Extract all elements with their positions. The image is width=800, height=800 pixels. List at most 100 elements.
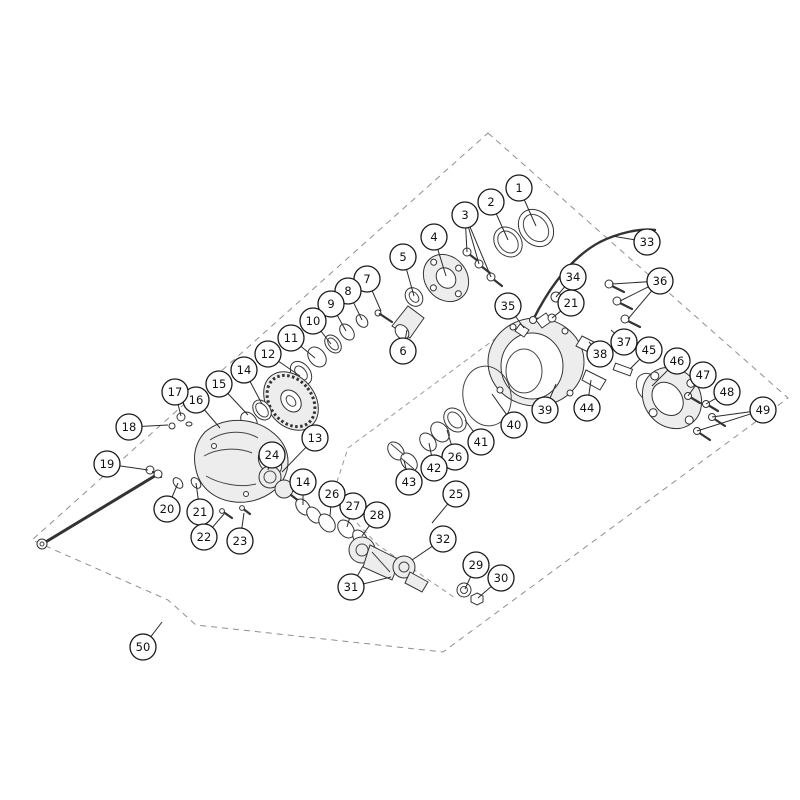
callout-number: 21 — [193, 505, 208, 519]
callout-number: 12 — [261, 347, 276, 361]
callout-3: 3 — [451, 201, 479, 229]
callout-number: 5 — [399, 250, 406, 264]
callout-48: 48 — [713, 378, 741, 406]
callout-number: 22 — [197, 530, 212, 544]
callout-number: 10 — [306, 314, 321, 328]
callout-number: 44 — [580, 401, 595, 415]
callout-2: 2 — [477, 188, 505, 216]
callout-number: 38 — [593, 347, 608, 361]
callout-number: 8 — [344, 284, 351, 298]
callout-21a: 21 — [186, 498, 214, 526]
washer-stack-part — [289, 314, 369, 386]
callout-34: 34 — [559, 263, 587, 291]
callout-number: 48 — [720, 385, 735, 399]
callout-number: 3 — [461, 208, 468, 222]
callout-number: 29 — [469, 558, 484, 572]
callout-44: 44 — [573, 394, 601, 422]
callout-number: 47 — [696, 368, 711, 382]
callout-number: 26 — [448, 450, 463, 464]
callout-18: 18 — [115, 413, 143, 441]
callout-35: 35 — [494, 292, 522, 320]
callout-number: 20 — [160, 502, 175, 516]
callout-41: 41 — [467, 428, 495, 456]
bolt-set-part — [462, 247, 504, 288]
callout-number: 33 — [640, 235, 655, 249]
callout-16: 16 — [182, 386, 210, 414]
callout-number: 49 — [756, 403, 771, 417]
callout-number: 41 — [474, 435, 489, 449]
callout-5: 5 — [389, 243, 417, 271]
callout-38: 38 — [586, 340, 614, 368]
callout-number: 7 — [363, 272, 370, 286]
callout-number: 27 — [346, 499, 361, 513]
callout-number: 6 — [399, 344, 406, 358]
cv-joint-part — [258, 465, 368, 547]
callout-number: 19 — [100, 457, 115, 471]
callout-10: 10 — [299, 307, 327, 335]
callout-45: 45 — [635, 336, 663, 364]
leader-lines-layer — [119, 199, 751, 637]
callout-number: 13 — [308, 431, 323, 445]
callout-number: 21 — [564, 296, 579, 310]
callout-number: 32 — [436, 532, 451, 546]
callout-50: 50 — [129, 633, 157, 661]
oring-part — [493, 226, 523, 258]
callout-46: 46 — [663, 347, 691, 375]
callout-number: 34 — [566, 270, 581, 284]
callout-number: 36 — [653, 274, 668, 288]
callout-number: 1 — [515, 181, 522, 195]
callout-number: 26 — [325, 487, 340, 501]
callout-4: 4 — [420, 223, 448, 251]
callout-number: 16 — [189, 393, 204, 407]
callout-number: 15 — [212, 377, 227, 391]
ring-gear-part — [263, 371, 319, 431]
tie-rod-part — [36, 469, 163, 550]
callout-number: 50 — [136, 640, 151, 654]
callout-24: 24 — [258, 441, 286, 469]
callout-20: 20 — [153, 495, 181, 523]
callout-19: 19 — [93, 450, 121, 478]
cap-nut-parts — [456, 582, 484, 606]
callout-49: 49 — [749, 396, 777, 424]
callout-number: 31 — [344, 580, 359, 594]
callout-26b: 26 — [318, 480, 346, 508]
callout-28: 28 — [363, 501, 391, 529]
callout-15: 15 — [205, 370, 233, 398]
callout-9: 9 — [317, 290, 345, 318]
callout-number: 14 — [296, 475, 311, 489]
flange-part — [422, 253, 470, 303]
callout-number: 18 — [122, 420, 137, 434]
callout-39: 39 — [531, 396, 559, 424]
callout-14a: 14 — [230, 356, 258, 384]
callout-40: 40 — [500, 411, 528, 439]
callout-number: 24 — [265, 448, 280, 462]
yoke-part — [374, 305, 425, 340]
callout-number: 37 — [617, 335, 632, 349]
callout-32: 32 — [429, 525, 457, 553]
callout-number: 46 — [670, 354, 685, 368]
callout-number: 43 — [402, 475, 417, 489]
callout-17: 17 — [161, 378, 189, 406]
callout-11: 11 — [277, 324, 305, 352]
callout-47: 47 — [689, 361, 717, 389]
callout-number: 30 — [494, 571, 509, 585]
callout-number: 14 — [237, 363, 252, 377]
callout-number: 2 — [487, 195, 494, 209]
callout-12: 12 — [254, 340, 282, 368]
callout-number: 39 — [538, 403, 553, 417]
callout-number: 42 — [427, 461, 442, 475]
callout-number: 28 — [370, 508, 385, 522]
callout-number: 45 — [642, 343, 657, 357]
callout-6: 6 — [389, 337, 417, 365]
seal-ring-part — [517, 208, 555, 248]
callout-21b: 21 — [557, 289, 585, 317]
callout-number: 23 — [233, 534, 248, 548]
u-joint-assembly-part — [348, 536, 429, 593]
callout-37: 37 — [610, 328, 638, 356]
callout-number: 4 — [430, 230, 437, 244]
callout-14b: 14 — [289, 468, 317, 496]
front-ring-stack-part — [387, 365, 512, 472]
